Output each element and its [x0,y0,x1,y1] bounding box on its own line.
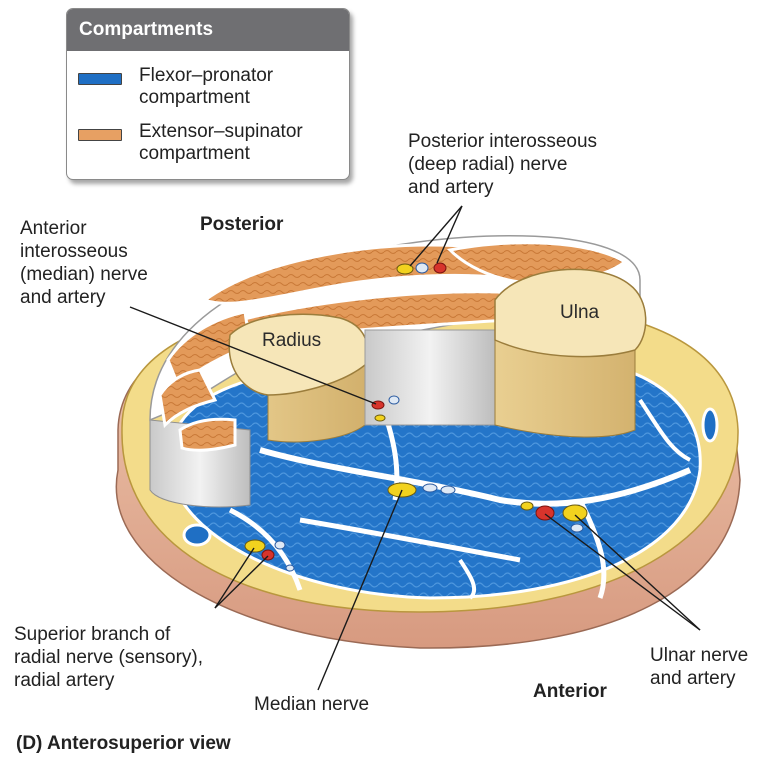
anterior-label: Anterior [533,680,607,703]
legend-label-extensor: Extensor–supinator compartment [139,121,303,165]
compartments-legend: Compartments Flexor–pronator compartment… [66,8,350,180]
posterior-interosseous-label: Posterior interosseous (deep radial) ner… [408,130,597,199]
legend-title: Compartments [67,9,349,51]
posterior-label: Posterior [200,213,283,236]
median-nerve-label: Median nerve [254,693,369,716]
flexor-swatch [78,73,122,85]
legend-label-flexor: Flexor–pronator compartment [139,65,273,109]
ulna-label: Ulna [560,302,599,324]
radius-label: Radius [262,330,321,352]
superior-branch-radial-label: Superior branch of radial nerve (sensory… [14,623,203,692]
figure-caption: (D) Anterosuperior view [16,732,231,755]
ulna-bone [495,269,646,437]
ulnar-nerve-artery-label: Ulnar nerve and artery [650,644,748,690]
extensor-swatch [78,129,122,141]
anterior-interosseous-label: Anterior interosseous (median) nerve and… [20,217,148,309]
